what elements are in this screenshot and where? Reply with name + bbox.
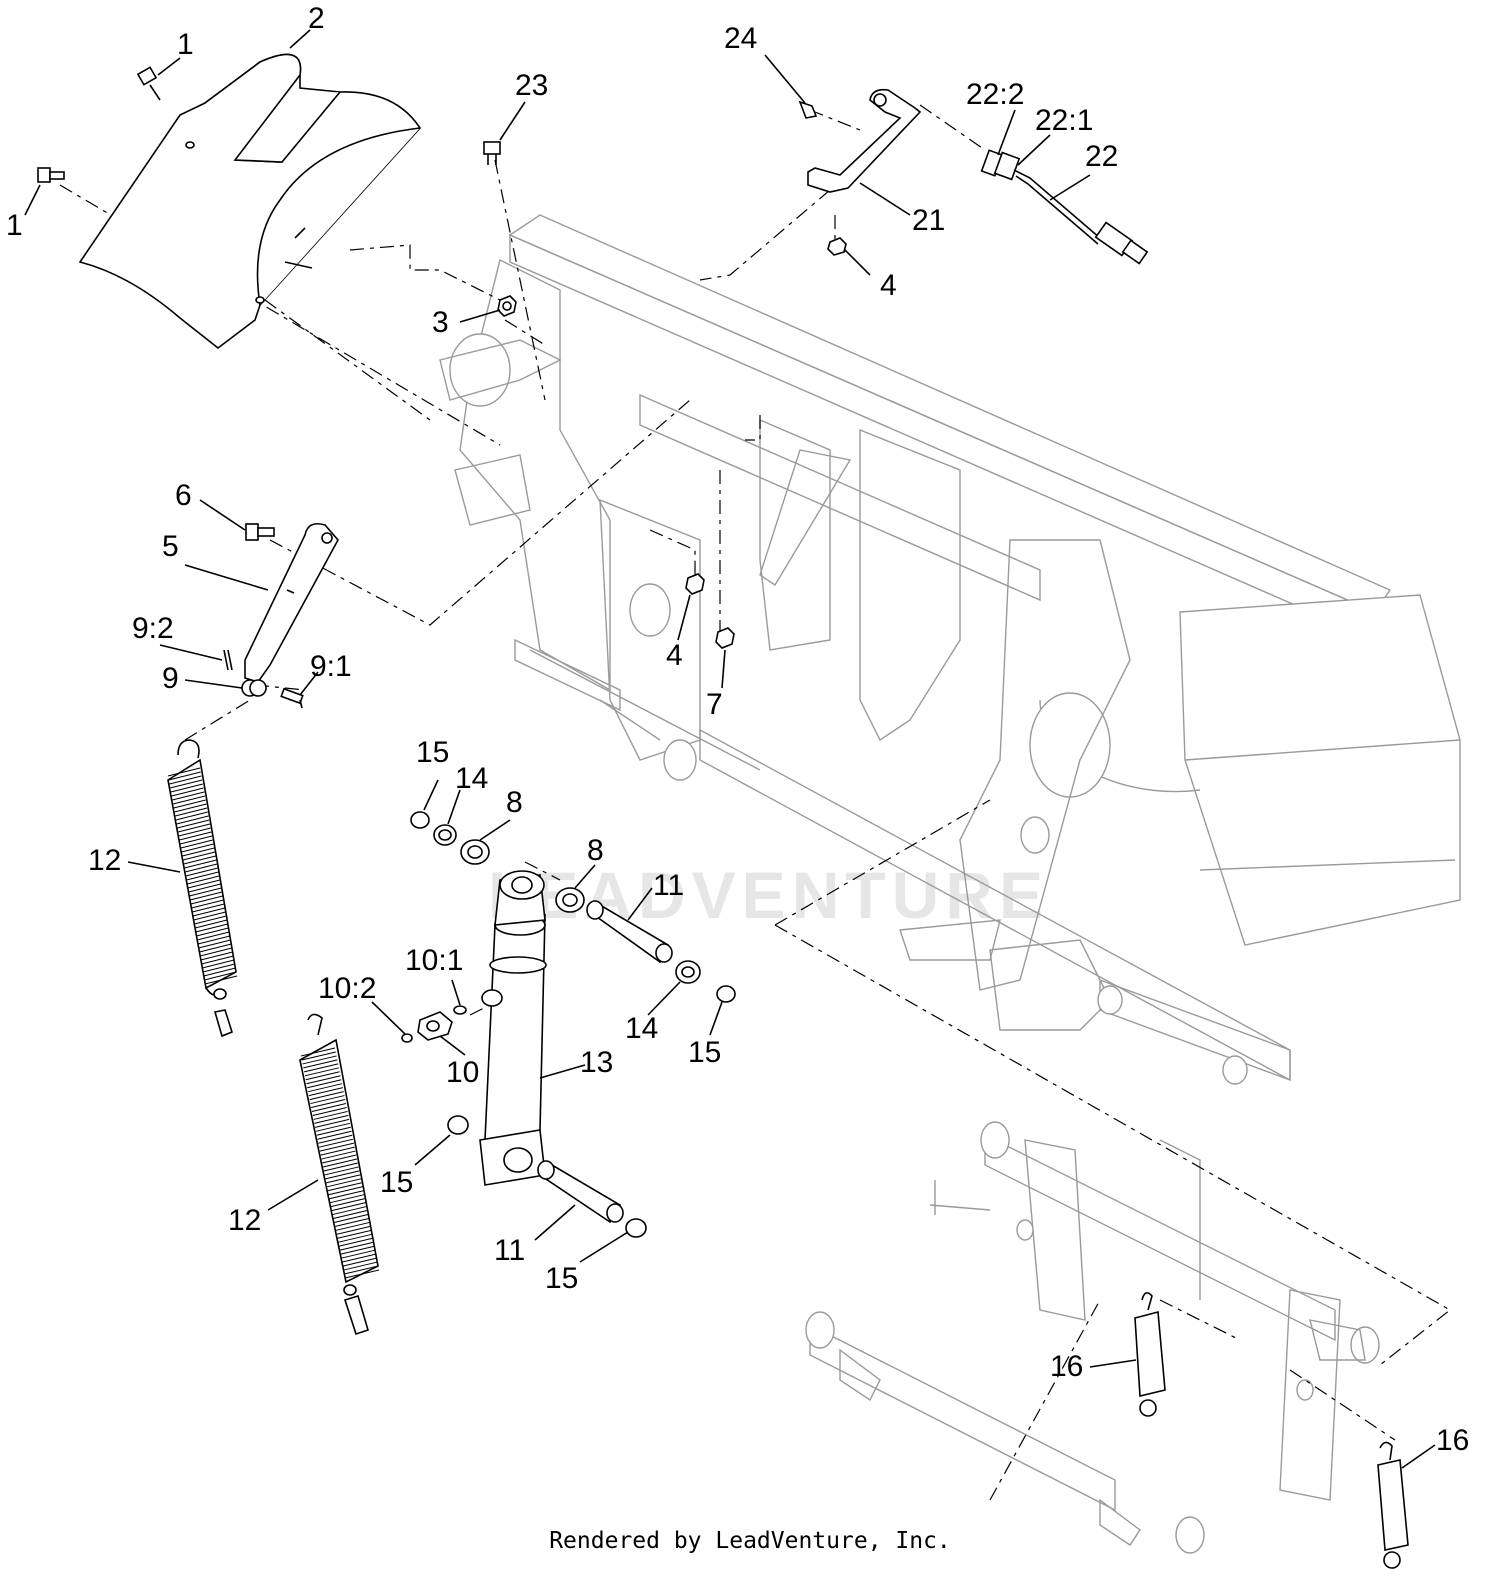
- callout-9: 9: [162, 662, 179, 695]
- assembly-lines: [59, 104, 1452, 1501]
- callout-8b: 8: [587, 834, 604, 867]
- callout-21: 21: [912, 204, 945, 237]
- part-16-spring-a: [1134, 1292, 1166, 1417]
- part-14-washer-a: [433, 824, 457, 846]
- part-3-nut: [497, 295, 517, 317]
- callout-1b: 1: [6, 209, 23, 242]
- callout-14a: 14: [455, 762, 488, 795]
- part-9-1-pin: [280, 687, 304, 709]
- part-13-cylinder: [479, 870, 547, 1186]
- callout-24: 24: [724, 22, 757, 55]
- part-10-1-oring: [453, 1005, 467, 1015]
- part-16-spring-b: [1377, 1441, 1409, 1569]
- callout-15a: 15: [416, 736, 449, 769]
- callout-14b: 14: [625, 1012, 658, 1045]
- part-4-nut-a: [827, 237, 847, 256]
- part-8-bushing-b: [555, 887, 585, 913]
- callout-22-2: 22:2: [966, 78, 1024, 111]
- callout-12b: 12: [228, 1204, 261, 1237]
- callout-10-2: 10:2: [318, 972, 376, 1005]
- part-6-bolt: [245, 523, 275, 541]
- part-7-nut: [715, 627, 735, 649]
- part-24-pin: [798, 100, 818, 119]
- part-2-shield: [78, 53, 422, 350]
- callout-1a: 1: [177, 28, 194, 61]
- callout-15c: 15: [380, 1166, 413, 1199]
- callout-11b: 11: [494, 1234, 525, 1267]
- callout-10: 10: [446, 1056, 479, 1089]
- callout-8a: 8: [506, 786, 523, 819]
- leader-lines: [24, 29, 1436, 1469]
- part-1-bolt-a: [136, 66, 161, 101]
- callout-15d: 15: [545, 1262, 578, 1295]
- part-1-bolt-b: [37, 167, 65, 183]
- part-22-sensor: [980, 149, 1149, 265]
- part-10-2-oring: [401, 1033, 413, 1043]
- callout-7: 7: [706, 688, 723, 721]
- part-21-bracket: [807, 88, 922, 193]
- callout-10-1: 10:1: [405, 944, 463, 977]
- callout-12a: 12: [88, 844, 121, 877]
- part-15-ring-c: [447, 1115, 469, 1135]
- part-11-pin-a: [586, 900, 673, 964]
- part-15-ring-d: [625, 1218, 647, 1238]
- callout-11a: 11: [653, 869, 684, 902]
- callout-5: 5: [162, 530, 179, 563]
- render-credit: Rendered by LeadVenture, Inc.: [549, 1528, 951, 1554]
- callout-9-2: 9:2: [132, 612, 174, 645]
- part-10-fitting: [417, 1011, 453, 1041]
- part-9-2-pin: [223, 649, 233, 671]
- callout-4b: 4: [666, 639, 683, 672]
- callout-15b: 15: [688, 1036, 721, 1069]
- callout-16b: 16: [1436, 1424, 1469, 1457]
- part-9-clevis: [241, 679, 267, 697]
- part-11-pin-b: [537, 1160, 624, 1224]
- callout-4a: 4: [880, 269, 897, 302]
- callout-2: 2: [308, 2, 325, 35]
- part-23-bolt: [483, 141, 501, 165]
- callout-13: 13: [580, 1046, 613, 1079]
- callout-3: 3: [432, 306, 449, 339]
- part-15-ring-a: [410, 811, 430, 829]
- part-12-spring-a: [167, 739, 238, 1038]
- part-15-ring-b: [716, 985, 736, 1003]
- callout-22: 22: [1085, 140, 1118, 173]
- callout-23: 23: [515, 69, 548, 102]
- callout-labels: 1 1 2 3 4 4 5 6 7 8 8 9 9:1 9:2 10 10:1 …: [6, 2, 1469, 1457]
- part-12-spring-b: [299, 1013, 380, 1336]
- callout-22-1: 22:1: [1035, 104, 1093, 137]
- lower-yoke-assembly: [805, 1121, 1380, 1554]
- callout-9-1: 9:1: [310, 650, 352, 683]
- callout-16a: 16: [1050, 1350, 1083, 1383]
- callout-6: 6: [175, 479, 192, 512]
- part-14-washer-b: [675, 960, 701, 984]
- main-frame-assembly: [439, 214, 1461, 1085]
- part-4-nut-b: [685, 573, 705, 595]
- part-8-bushing-a: [460, 839, 490, 865]
